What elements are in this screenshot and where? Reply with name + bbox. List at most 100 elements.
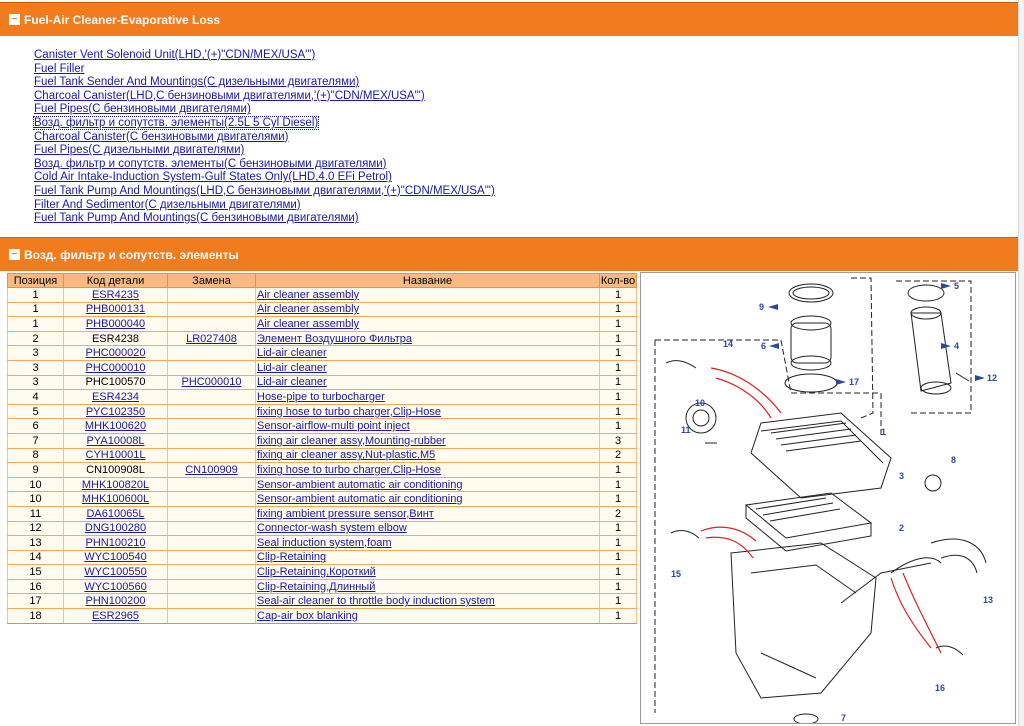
cell-quantity: 1 [599,608,637,624]
part-name-link[interactable]: fixing air cleaner assy,Mounting-rubber [257,434,446,447]
cell-name: Clip-Retaining [255,550,600,566]
replacement-link[interactable]: CN100909 [185,463,238,476]
part-name-link[interactable]: Sensor-ambient automatic air conditionin… [257,478,463,491]
part-code-link[interactable]: WYC100540 [84,551,147,564]
replacement-link[interactable]: LR027408 [186,332,237,345]
link-list-item: Charcoal Canister(LHD,С бензиновыми двиг… [34,90,934,104]
part-name-link[interactable]: Clip-Retaining,Длинный [257,580,376,593]
group-link[interactable]: Fuel Tank Pump And Mountings(С бензиновы… [34,212,359,225]
cell-name: Seal-air cleaner to throttle body induct… [255,593,600,610]
callout-16: 16 [935,683,945,693]
part-name-link[interactable]: fixing hose to turbo charger,Clip-Hose [257,405,442,418]
cell-part-code: WYC100560 [63,579,168,595]
part-code-link[interactable]: PHB000131 [85,303,146,316]
part-code-link[interactable]: DNG100280 [84,522,147,535]
table-row: 10 MHK100600L Sensor-ambient automatic air… [7,491,637,507]
replacement-link[interactable]: PHC000010 [181,376,242,389]
part-code-link[interactable]: MHK100620 [84,420,147,433]
group-link[interactable]: Fuel Tank Sender And Mountings(С дизельн… [34,76,360,89]
part-name-link[interactable]: fixing air cleaner assy,Nut-plastic,M5 [257,449,436,462]
group-link[interactable]: Возд. фильтр и сопутств. элементы(С бенз… [34,157,387,170]
filter-element [744,492,873,539]
part-name-link[interactable]: Seal induction system,foam [257,536,392,549]
link-list-item: Filter And Sedimentor(С дизельными двига… [34,199,934,213]
cell-name: Lid-air cleaner [255,345,600,361]
cell-quantity: 2 [599,506,637,522]
part-name-link[interactable]: Air cleaner assembly [257,288,360,301]
group-link[interactable]: Filter And Sedimentor(С дизельными двига… [34,198,301,211]
part-code-link[interactable]: WYC100560 [84,580,147,593]
part-code-link[interactable]: CYH10001L [85,449,146,462]
part-code-link[interactable]: PHN100200 [85,595,146,608]
clip-hose-5 [907,284,945,302]
part-name-link[interactable]: Seal-air cleaner to throttle body induct… [257,595,495,608]
cell-part-code: MHK100600L [63,491,168,507]
cell-position: 10 [7,491,64,507]
cell-part-code: MHK100620 [63,418,168,434]
cell-name: Sensor-ambient automatic air conditionin… [255,491,600,507]
part-code-link[interactable]: ESR4234 [91,390,140,403]
part-code-link[interactable]: PHN100210 [85,536,146,549]
part-code-link[interactable]: PHC000020 [85,347,146,360]
collapse-icon[interactable]: − [9,14,20,25]
part-name-link[interactable]: Элемент Воздушного Фильтра [257,332,413,345]
part-code-link[interactable]: ESR4235 [91,288,140,301]
part-name-link[interactable]: Sensor-airflow-multi point inject [257,420,410,433]
part-code-link[interactable]: PYA10008L [86,434,145,447]
callout-labels: 9 6 5 4 12 14 17 10 11 1 3 8 2 15 13 16 … [671,281,997,723]
section-header-air-filter[interactable]: − Возд. фильтр и сопутств. элементы [0,237,1018,271]
part-code-link[interactable]: PYC102350 [85,405,146,418]
cell-replacement [167,389,256,405]
cell-position: 1 [7,302,64,318]
part-name-link[interactable]: Clip-Retaining,Короткий [257,566,376,579]
part-name-link[interactable]: fixing ambient pressure sensor,Винт [257,507,434,520]
link-list-item: Fuel Filler [34,63,934,77]
cell-position: 16 [7,579,64,595]
callout-1: 1 [881,427,886,437]
group-link[interactable]: Fuel Tank Pump And Mountings(LHD,С бензи… [34,184,495,197]
mounting-8 [924,474,942,492]
group-link[interactable]: Fuel Pipes(С дизельными двигателями) [34,144,245,157]
part-name-link[interactable]: Air cleaner assembly [257,317,360,330]
part-name-link[interactable]: Air cleaner assembly [257,303,360,316]
group-link[interactable]: Возд. фильтр и сопутств. элементы(2.5L 5… [32,115,320,130]
part-name-link[interactable]: Lid-air cleaner [257,347,327,360]
cell-name: fixing hose to turbo charger,Clip-Hose [255,404,600,420]
cell-name: Cap-air box blanking [255,608,600,624]
part-code-link[interactable]: MHK100820L [81,478,150,491]
section-header-fuel-air[interactable]: − Fuel-Air Cleaner-Evaporative Loss [0,2,1018,36]
part-code-link[interactable]: PHC000010 [85,361,146,374]
part-code-link[interactable]: WYC100550 [84,566,147,579]
airflow-sensor [790,322,832,364]
group-link[interactable]: Charcoal Canister(LHD,С бензиновыми двиг… [34,89,425,102]
group-link[interactable]: Fuel Pipes(С бензиновыми двигателями) [34,103,251,116]
cap-18 [793,713,819,723]
cell-part-code: PHC000010 [63,360,168,376]
collapse-icon[interactable]: − [9,249,20,260]
group-link[interactable]: Charcoal Canister(С бензиновыми двигател… [34,130,289,143]
part-name-link[interactable]: Clip-Retaining [257,551,327,564]
group-link[interactable]: Canister Vent Solenoid Unit(LHD,'(+)"CDN… [34,49,316,61]
cell-part-code: CYH10001L [63,448,168,464]
cell-name: Элемент Воздушного Фильтра [255,331,600,347]
part-name-link[interactable]: Lid-air cleaner [257,361,327,374]
cell-position: 1 [7,316,64,332]
part-name-link[interactable]: Sensor-ambient automatic air conditionin… [257,493,463,506]
part-name-link[interactable]: Lid-air cleaner [257,376,327,389]
link-list-item: Fuel Tank Pump And Mountings(LHD,С бензи… [34,185,934,199]
part-code-link[interactable]: DA610065L [86,507,145,520]
group-link[interactable]: Cold Air Intake-Induction System-Gulf St… [34,171,392,184]
cell-quantity: 1 [599,477,637,493]
cell-position: 8 [7,448,64,464]
hose-pipe-4 [910,312,952,392]
part-code-link[interactable]: MHK100600L [81,493,150,506]
part-name-link[interactable]: Cap-air box blanking [257,609,358,622]
part-name-link[interactable]: Connector-wash system elbow [257,522,407,535]
part-code-link[interactable]: ESR2965 [91,609,140,622]
part-name-link[interactable]: fixing hose to turbo charger,Clip-Hose [257,463,442,476]
group-link[interactable]: Fuel Filler [34,62,85,75]
part-name-link[interactable]: Hose-pipe to turbocharger [257,390,385,403]
part-code-link[interactable]: PHB000040 [85,317,146,330]
